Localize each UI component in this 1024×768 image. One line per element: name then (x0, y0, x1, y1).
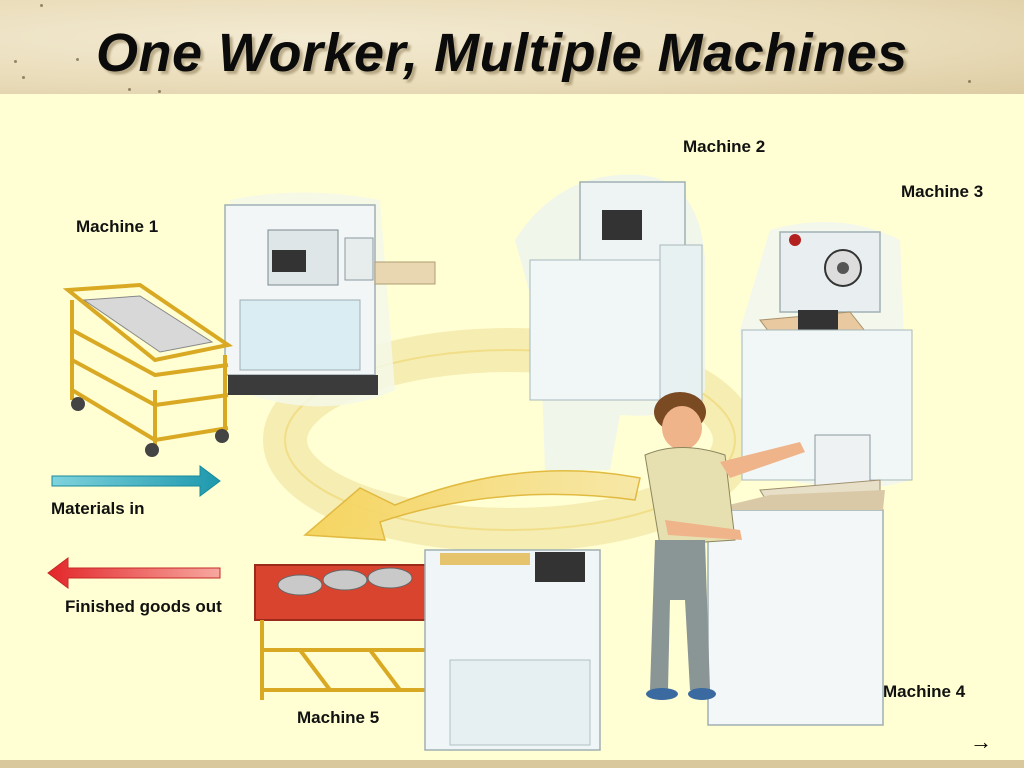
machine-2-illustration (515, 174, 705, 470)
flow-circle (263, 328, 757, 552)
worker-illustration (644, 392, 805, 700)
machine-4-label: Machine 4 (883, 682, 966, 701)
slide-header: One Worker, Multiple Machines (0, 0, 1024, 94)
machine-3-illustration (740, 222, 913, 488)
texture-speck (22, 76, 25, 79)
machine-3-label: Machine 3 (901, 182, 984, 201)
texture-speck (40, 4, 43, 7)
texture-speck (128, 88, 131, 91)
texture-speck (968, 80, 971, 83)
materials-in-label: Materials in (51, 499, 145, 518)
machine-4-illustration (707, 434, 885, 726)
right-arrow-icon[interactable]: → (970, 729, 992, 754)
flow-arrow (303, 470, 641, 541)
texture-speck (14, 60, 17, 63)
machine-5-label: Machine 5 (297, 708, 380, 727)
texture-speck (76, 58, 79, 61)
machine-1-illustration (62, 192, 436, 457)
machine-2-label: Machine 2 (683, 137, 766, 156)
machine-5-illustration (254, 549, 601, 751)
bottom-strip (0, 760, 1024, 768)
machine-1-label: Machine 1 (76, 217, 159, 236)
slide-title: One Worker, Multiple Machines (96, 23, 908, 83)
texture-speck (158, 90, 161, 93)
finished-goods-out-arrow (47, 557, 221, 589)
materials-in-arrow (51, 465, 221, 497)
finished-goods-out-label: Finished goods out (65, 597, 222, 616)
